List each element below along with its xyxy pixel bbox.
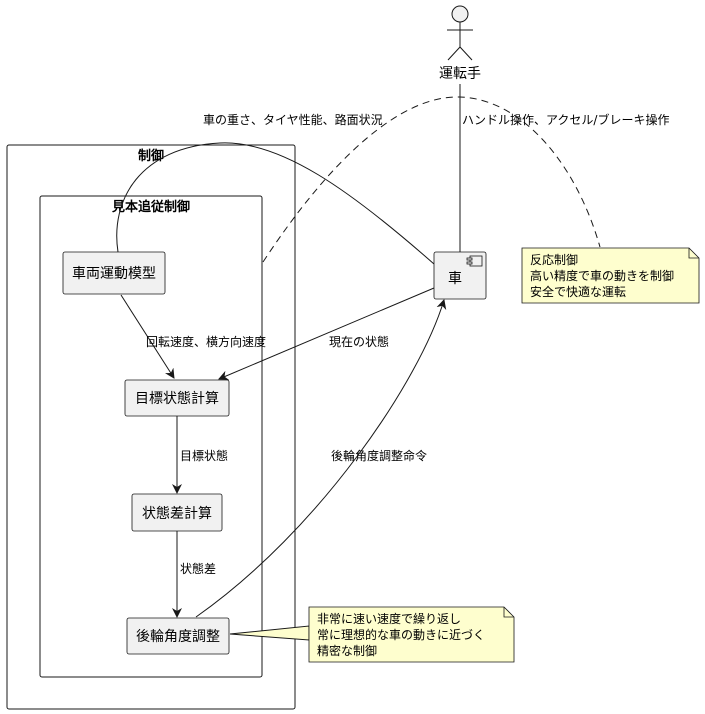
node-vehicle-model: 車両運動模型 bbox=[62, 251, 166, 295]
label-driver-to-car: ハンドル操作、アクセル/ブレーキ操作 bbox=[462, 112, 669, 127]
label-car-to-model: 車の重さ、タイヤ性能、路面状況 bbox=[203, 112, 383, 127]
reaction-note-line-3: 安全で快適な運転 bbox=[530, 284, 626, 299]
driver-actor bbox=[447, 5, 473, 61]
edge-model-to-target bbox=[120, 294, 175, 379]
node-state-diff-label: 状態差計算 bbox=[142, 506, 212, 522]
driver-label: 運転手 bbox=[439, 66, 481, 82]
edge-car-to-target bbox=[218, 287, 435, 381]
precision-note-connector bbox=[229, 625, 310, 641]
reaction-note-connector bbox=[262, 96, 601, 263]
reaction-note: 反応制御 高い精度で車の動きを制御 安全で快適な運転 bbox=[521, 247, 700, 304]
node-vehicle-model-label: 車両運動模型 bbox=[72, 265, 156, 282]
node-target-state-label: 目標状態計算 bbox=[135, 391, 219, 407]
edge-car-to-model bbox=[116, 142, 435, 265]
node-target-state: 目標状態計算 bbox=[124, 379, 230, 417]
reaction-note-line-1: 反応制御 bbox=[530, 252, 578, 267]
label-diff-to-rear: 状態差 bbox=[180, 561, 216, 576]
label-car-to-target: 現在の状態 bbox=[329, 334, 389, 349]
control-package-title: 制御 bbox=[138, 148, 164, 164]
control-package bbox=[6, 144, 296, 710]
precision-note-line-2: 常に理想的な車の動きに近づく bbox=[317, 627, 485, 642]
precision-note-line-3: 精密な制御 bbox=[317, 643, 377, 658]
reaction-note-line-2: 高い精度で車の動きを制御 bbox=[530, 268, 674, 283]
label-rear-to-car: 後輪角度調整命令 bbox=[331, 448, 427, 463]
driver-head bbox=[451, 5, 469, 23]
node-rear-wheel-label: 後輪角度調整 bbox=[136, 628, 220, 645]
model-following-package-title: 見本追従制御 bbox=[111, 199, 190, 215]
node-rear-wheel: 後輪角度調整 bbox=[126, 617, 230, 655]
precision-note: 非常に速い速度で繰り返し 常に理想的な車の動きに近づく 精密な制御 bbox=[308, 606, 515, 663]
component-icon bbox=[466, 255, 483, 267]
label-target-to-diff: 目標状態 bbox=[180, 448, 228, 463]
node-car: 車 bbox=[433, 251, 487, 300]
model-following-package bbox=[39, 195, 263, 678]
node-state-diff: 状態差計算 bbox=[131, 493, 223, 532]
edge-rear-to-car bbox=[195, 299, 447, 618]
node-car-label: 車 bbox=[448, 270, 462, 287]
label-model-to-target: 回転速度、横方向速度 bbox=[146, 334, 266, 349]
precision-note-line-1: 非常に速い速度で繰り返し bbox=[317, 611, 461, 626]
